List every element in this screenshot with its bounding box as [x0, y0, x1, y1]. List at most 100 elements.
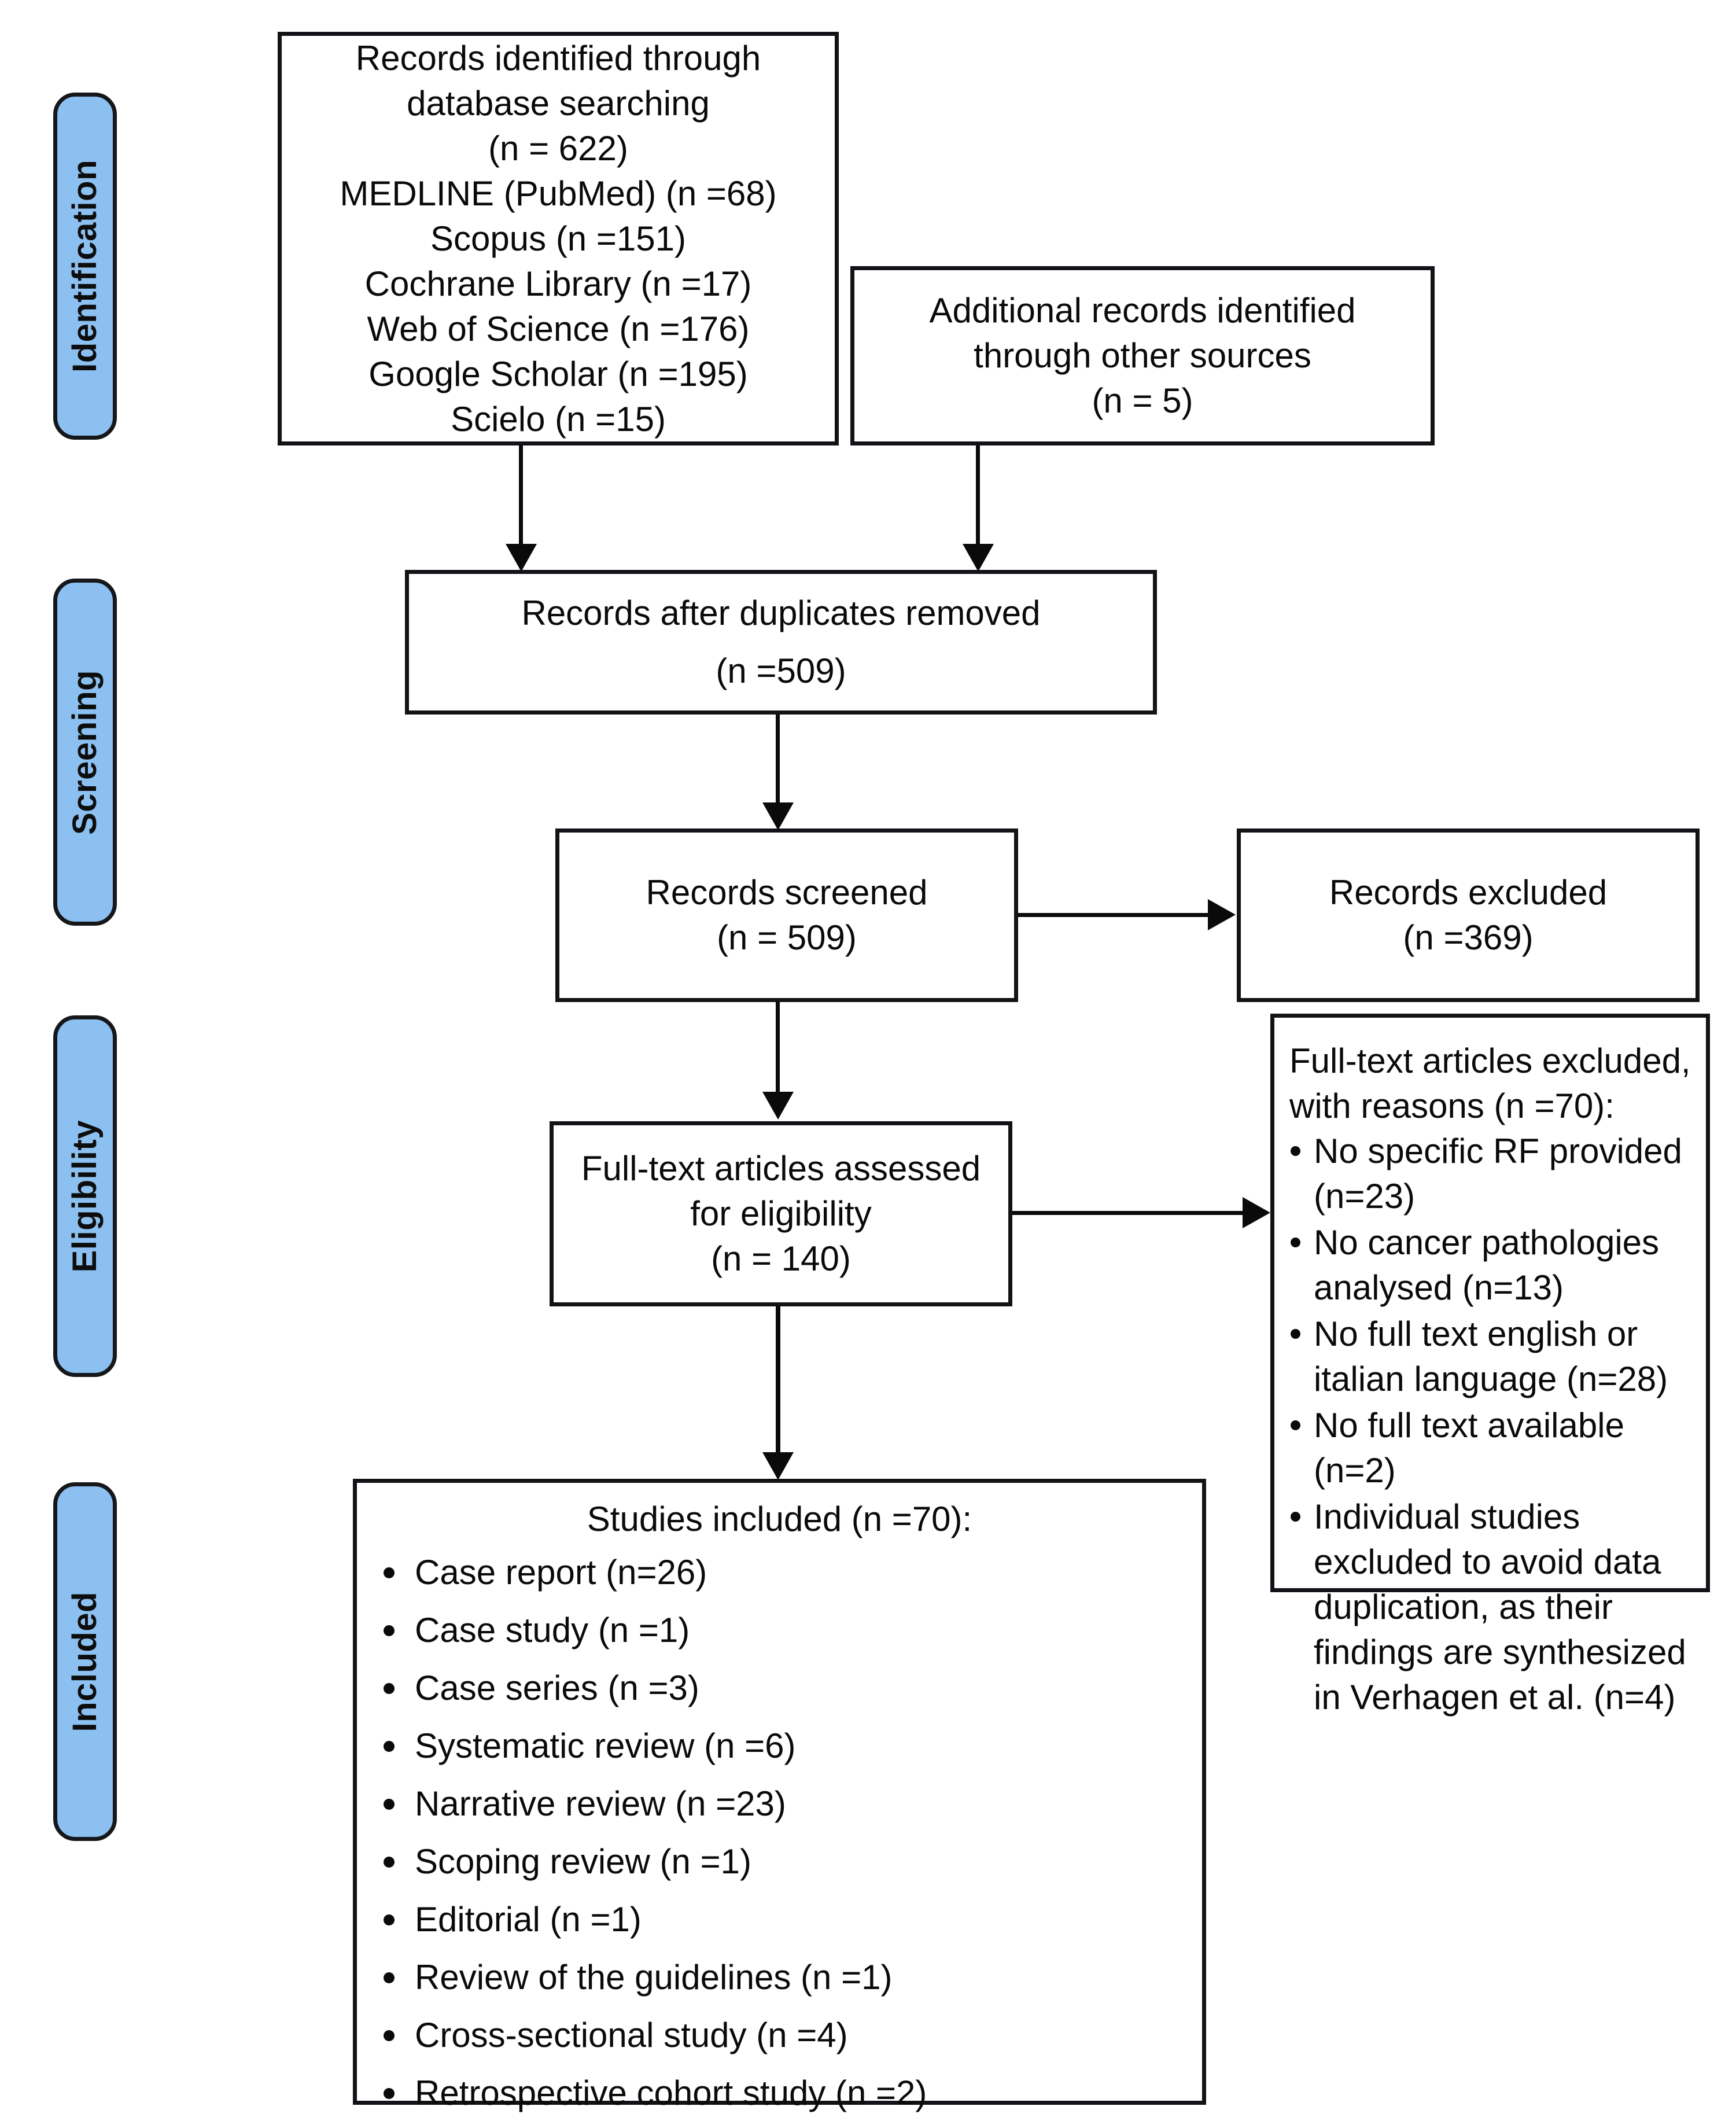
list-item: Case report (n=26) — [368, 1550, 1190, 1595]
exclusion-reasons-list: No specific RF provided (n=23) No cancer… — [1289, 1129, 1691, 1721]
box-fulltext-excluded-with-reasons: Full-text articles excluded, with reason… — [1270, 1014, 1710, 1717]
box1-source-scielo: Scielo (n =15) — [451, 399, 666, 439]
box1-source-scopus: Scopus (n =151) — [430, 219, 686, 258]
box4-line-1: Records screened — [646, 873, 928, 912]
reason-text: Individual studies excluded to avoid dat… — [1314, 1497, 1686, 1717]
connector-box2-to-duplicates — [976, 445, 980, 546]
stage-label-identification: Identification — [66, 160, 104, 373]
list-item: Case study (n =1) — [368, 1608, 1190, 1653]
box2-line-2: through other sources — [974, 336, 1311, 375]
box-records-after-duplicates-removed: Records after duplicates removed (n =509… — [405, 570, 1157, 715]
arrowhead-fulltext-to-included — [762, 1452, 794, 1480]
list-item: Individual studies excluded to avoid dat… — [1289, 1494, 1691, 1720]
box-records-screened: Records screened (n = 509) — [555, 828, 1018, 1002]
list-item: Narrative review (n =23) — [368, 1781, 1190, 1827]
study-type-text: Case study (n =1) — [415, 1611, 690, 1649]
study-type-text: Scoping review (n =1) — [415, 1842, 751, 1881]
bullet-dot-icon — [384, 1625, 395, 1636]
list-item: No cancer pathologies analysed (n=13) — [1289, 1220, 1691, 1310]
connector-fulltext-to-included — [776, 1306, 780, 1454]
bullet-dot-icon — [384, 1799, 395, 1810]
bullet-dot-icon — [1291, 1512, 1300, 1522]
box6-line-1: Full-text articles assessed — [581, 1149, 981, 1188]
reason-text: No full text available (n=2) — [1314, 1406, 1624, 1490]
arrowhead-fulltext-to-reasons — [1243, 1197, 1270, 1228]
box5-line-1: Records excluded — [1329, 873, 1608, 912]
arrowhead-screened-to-excluded — [1208, 899, 1236, 930]
box7-heading-line-1: Full-text articles excluded, — [1289, 1041, 1691, 1080]
list-item: No specific RF provided (n=23) — [1289, 1129, 1691, 1219]
bullet-dot-icon — [1291, 1329, 1300, 1339]
list-item: Case series (n =3) — [368, 1666, 1190, 1711]
stage-label-included: Included — [66, 1591, 104, 1732]
study-type-text: Editorial (n =1) — [415, 1900, 642, 1939]
arrowhead-box1-to-duplicates — [506, 544, 537, 572]
box2-line-3: (n = 5) — [1092, 381, 1193, 420]
stage-label-screening: Screening — [66, 669, 104, 835]
connector-screened-to-excluded — [1018, 913, 1209, 917]
box-records-excluded: Records excluded (n =369) — [1237, 828, 1700, 1002]
reason-text: No specific RF provided (n=23) — [1314, 1132, 1682, 1216]
box1-line-3: (n = 622) — [488, 128, 628, 168]
box-additional-records-other-sources: Additional records identified through ot… — [850, 266, 1435, 445]
connector-box1-to-duplicates — [519, 445, 523, 546]
connector-screened-to-fulltext — [776, 1002, 780, 1093]
study-type-text: Case series (n =3) — [415, 1669, 699, 1707]
stage-label-eligibility: Eligibility — [66, 1120, 104, 1273]
box3-spacer — [419, 636, 1142, 649]
box-studies-included: Studies included (n =70): Case report (n… — [353, 1479, 1206, 2112]
box8-heading: Studies included (n =70): — [587, 1500, 972, 1538]
box1-source-cochrane: Cochrane Library (n =17) — [364, 264, 752, 303]
study-type-text: Review of the guidelines (n =1) — [415, 1958, 893, 1997]
bullet-dot-icon — [384, 1972, 395, 1983]
box6-line-2: for eligibility — [690, 1194, 872, 1233]
reason-text: No cancer pathologies analysed (n=13) — [1314, 1223, 1660, 1307]
box6-count: (n = 140) — [711, 1239, 851, 1278]
box3-count: (n =509) — [716, 651, 846, 690]
box7-heading-line-2: with reasons (n =70): — [1289, 1087, 1615, 1125]
study-type-text: Systematic review (n =6) — [415, 1726, 796, 1765]
stage-tab-screening: Screening — [53, 579, 117, 926]
bullet-dot-icon — [1291, 1146, 1300, 1156]
box3-line-1: Records after duplicates removed — [521, 594, 1041, 632]
included-studies-list: Case report (n=26) Case study (n =1) Cas… — [368, 1550, 1190, 2121]
list-item: Retrospective cohort study (n =2) — [368, 2071, 1190, 2116]
list-item: Editorial (n =1) — [368, 1897, 1190, 1942]
box1-line-1: Records identified through — [355, 38, 761, 78]
connector-fulltext-to-reasons — [1012, 1211, 1244, 1215]
list-item: Review of the guidelines (n =1) — [368, 1955, 1190, 2000]
arrowhead-screened-to-fulltext — [762, 1092, 794, 1120]
list-item: No full text english or italian language… — [1289, 1312, 1691, 1402]
connector-duplicates-to-screened — [776, 715, 780, 804]
bullet-dot-icon — [1291, 1420, 1300, 1430]
list-item: No full text available (n=2) — [1289, 1403, 1691, 1493]
bullet-dot-icon — [384, 2030, 395, 2041]
study-type-text: Cross-sectional study (n =4) — [415, 2016, 848, 2054]
reason-text: No full text english or italian language… — [1314, 1314, 1668, 1398]
arrowhead-box2-to-duplicates — [963, 544, 994, 572]
bullet-dot-icon — [384, 1857, 395, 1868]
bullet-dot-icon — [384, 1741, 395, 1752]
box5-count: (n =369) — [1403, 918, 1534, 957]
stage-tab-identification: Identification — [53, 93, 117, 440]
stage-tab-included: Included — [53, 1482, 117, 1841]
list-item: Systematic review (n =6) — [368, 1724, 1190, 1769]
study-type-text: Narrative review (n =23) — [415, 1784, 786, 1823]
box1-line-2: database searching — [407, 83, 710, 123]
arrowhead-duplicates-to-screened — [762, 802, 794, 830]
box-fulltext-assessed: Full-text articles assessed for eligibil… — [550, 1121, 1012, 1306]
list-item: Scoping review (n =1) — [368, 1839, 1190, 1884]
list-item: Cross-sectional study (n =4) — [368, 2013, 1190, 2058]
bullet-dot-icon — [384, 1567, 395, 1578]
study-type-text: Case report (n=26) — [415, 1553, 707, 1592]
bullet-dot-icon — [384, 1683, 395, 1694]
box-records-identified-database: Records identified through database sear… — [278, 32, 839, 445]
bullet-dot-icon — [1291, 1238, 1300, 1247]
box4-count: (n = 509) — [717, 918, 857, 957]
bullet-dot-icon — [384, 2088, 395, 2099]
box1-source-wos: Web of Science (n =176) — [367, 309, 750, 348]
box1-source-google-scholar: Google Scholar (n =195) — [368, 354, 748, 393]
stage-tab-eligibility: Eligibility — [53, 1015, 117, 1377]
bullet-dot-icon — [384, 1914, 395, 1925]
